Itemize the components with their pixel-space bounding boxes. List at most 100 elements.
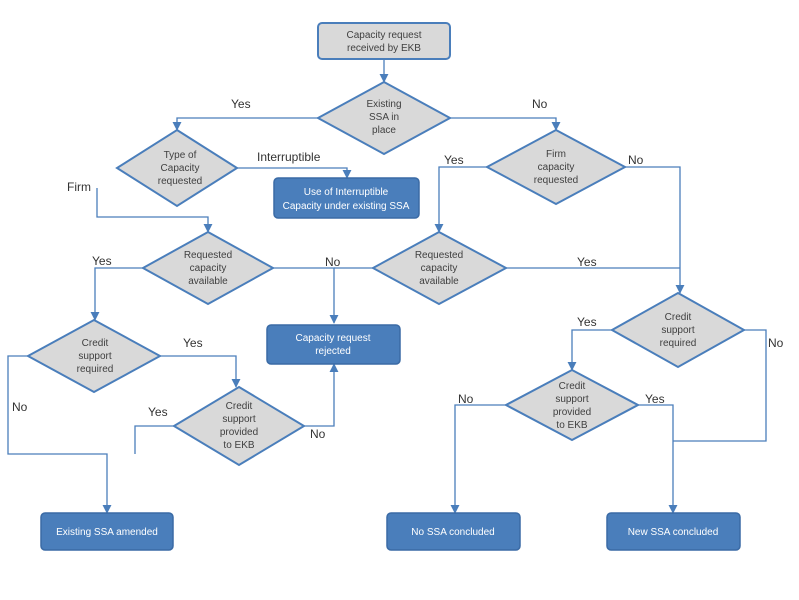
label-provided-right-yes: Yes: [645, 392, 665, 406]
label-credit-left-yes: Yes: [183, 336, 203, 350]
decision-credit-left-text-2: support: [78, 351, 112, 362]
decision-type-text-1: Type of: [164, 150, 197, 161]
edge-avail-left-yes: [90, 267, 143, 321]
amended-box: [40, 512, 174, 551]
node-no-ssa-concluded: No SSA concluded: [386, 512, 521, 551]
decision-existing-ssa: Existing SSA in place: [315, 80, 453, 156]
decision-firm-text-2: capacity: [538, 162, 575, 173]
decision-provided-left-text-2: support: [222, 414, 256, 425]
label-type-firm: Firm: [67, 180, 91, 194]
label-ssa-no: No: [532, 97, 548, 111]
decision-credit-right-text-3: required: [660, 338, 697, 349]
decision-credit-right-shape: [609, 291, 747, 369]
decision-provided-right-text-4: to EKB: [556, 420, 587, 431]
new-ssa-box: [606, 512, 741, 551]
node-rejected: Capacity request rejected: [266, 324, 401, 365]
edge-provided-left-no: [304, 363, 339, 427]
edge-provided-right-yes: [638, 404, 678, 514]
decision-credit-right-text-1: Credit: [665, 312, 692, 323]
label-avail-left-yes: Yes: [92, 254, 112, 268]
decision-credit-right-text-2: support: [661, 325, 695, 336]
label-credit-left-no: No: [12, 400, 28, 414]
interruptible-text-2: Capacity under existing SSA: [283, 201, 410, 212]
decision-existing-ssa-text-1: Existing: [366, 99, 401, 110]
node-new-ssa-concluded: New SSA concluded: [606, 512, 741, 551]
decision-type-shape: [115, 128, 239, 208]
label-type-interruptible: Interruptible: [257, 150, 321, 164]
edge-firm-no: [625, 166, 685, 294]
edge-type-firm: [96, 188, 213, 233]
amended-text: Existing SSA amended: [56, 527, 158, 538]
edge-type-interruptible: [237, 167, 352, 179]
node-start: Capacity request received by EKB: [317, 22, 451, 60]
rejected-text-1: Capacity request: [295, 333, 370, 344]
decision-provided-left-text-3: provided: [220, 427, 258, 438]
rejected-box: [266, 324, 401, 365]
decision-existing-ssa-text-2: SSA in: [369, 112, 399, 123]
decision-provided-left-text-1: Credit: [226, 401, 253, 412]
decision-available-right-shape: [370, 230, 509, 306]
decision-available-left: Requested capacity available: [140, 230, 276, 306]
edges: [7, 59, 767, 514]
no-ssa-box: [386, 512, 521, 551]
start-text-1: Capacity request: [346, 30, 421, 41]
decision-provided-left-shape: [172, 385, 306, 467]
decision-type-text-2: Capacity: [161, 163, 200, 174]
decision-available-left-shape: [140, 230, 276, 306]
decision-provided-left: Credit support provided to EKB: [172, 385, 306, 467]
no-ssa-text: No SSA concluded: [411, 527, 494, 538]
edge-ssa-yes: [172, 117, 318, 131]
decision-available-left-text-1: Requested: [184, 250, 232, 261]
edge-labels: Yes No Interruptible Firm Yes No Yes No …: [12, 97, 784, 441]
label-ssa-yes: Yes: [231, 97, 251, 111]
decision-available-right-text-1: Requested: [415, 250, 463, 261]
decision-existing-ssa-shape: [315, 80, 453, 156]
label-avail-right-yes: Yes: [577, 255, 597, 269]
decision-firm-shape: [484, 128, 628, 206]
new-ssa-text: New SSA concluded: [628, 527, 719, 538]
interruptible-text-1: Use of Interruptible: [304, 187, 389, 198]
decision-firm-capacity: Firm capacity requested: [484, 128, 628, 206]
edge-credit-right-yes: [567, 329, 612, 371]
label-firm-no: No: [628, 153, 644, 167]
decision-credit-left-shape: [25, 318, 163, 394]
label-avail-left-no: No: [325, 255, 341, 269]
decision-provided-right-text-3: provided: [553, 407, 591, 418]
decision-available-right-text-2: capacity: [421, 263, 458, 274]
label-provided-right-no: No: [458, 392, 474, 406]
rejected-text-2: rejected: [315, 346, 351, 357]
decision-available-left-text-3: available: [188, 276, 228, 287]
decision-firm-text-1: Firm: [546, 149, 566, 160]
decision-credit-left-text-1: Credit: [82, 338, 109, 349]
edge-provided-left-yes: [134, 425, 174, 454]
interruptible-box: [273, 177, 420, 219]
node-interruptible: Use of Interruptible Capacity under exis…: [273, 177, 420, 219]
decision-credit-right: Credit support required: [609, 291, 747, 369]
start-text-2: received by EKB: [347, 43, 421, 54]
decision-provided-right: Credit support provided to EKB: [503, 368, 641, 442]
label-firm-yes: Yes: [444, 153, 464, 167]
start-box: [317, 22, 451, 60]
decision-existing-ssa-text-3: place: [372, 125, 396, 136]
label-credit-right-no: No: [768, 336, 784, 350]
decision-provided-left-text-4: to EKB: [223, 440, 254, 451]
label-provided-left-yes: Yes: [148, 405, 168, 419]
edge-firm-yes: [434, 166, 487, 233]
decision-available-right-text-3: available: [419, 276, 459, 287]
edge-credit-left-no: [7, 355, 112, 514]
node-existing-ssa-amended: Existing SSA amended: [40, 512, 174, 551]
decision-type-of-capacity: Type of Capacity requested: [115, 128, 239, 208]
edge-credit-right-no: [673, 329, 767, 442]
edge-credit-left-yes: [160, 355, 241, 388]
decision-provided-right-shape: [503, 368, 641, 442]
label-credit-right-yes: Yes: [577, 315, 597, 329]
edge-provided-right-no: [450, 404, 506, 514]
label-provided-left-no: No: [310, 427, 326, 441]
decision-credit-left-text-3: required: [77, 364, 114, 375]
decision-available-right: Requested capacity available: [370, 230, 509, 306]
decision-provided-right-text-1: Credit: [559, 381, 586, 392]
decision-available-left-text-2: capacity: [190, 263, 227, 274]
edge-ssa-no: [450, 117, 561, 131]
decision-firm-text-3: requested: [534, 175, 578, 186]
